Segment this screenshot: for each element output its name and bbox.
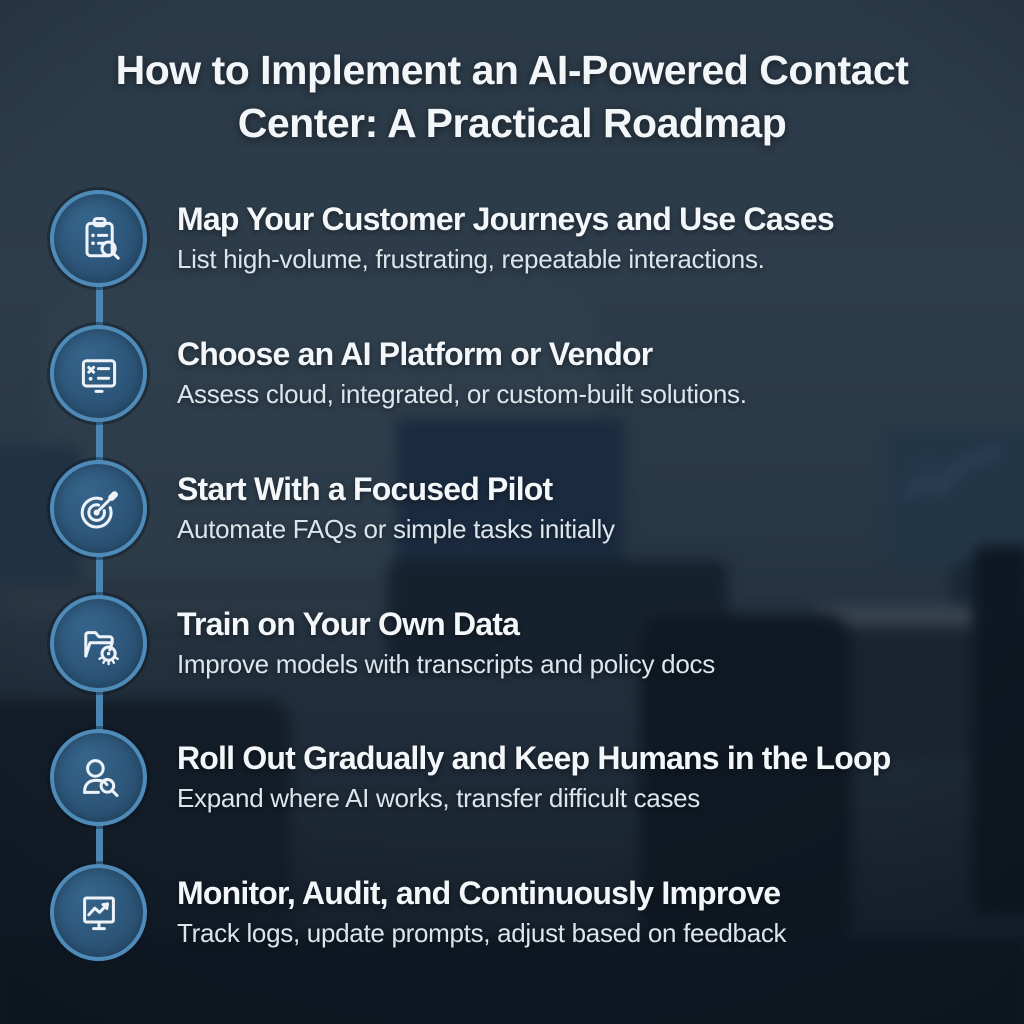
step-heading: Map Your Customer Journeys and Use Cases (177, 200, 835, 237)
step-row-5: Roll Out Gradually and Keep Humans in th… (50, 729, 1020, 826)
user-search-icon (69, 748, 129, 808)
step-subtitle: Track logs, update prompts, adjust based… (177, 918, 787, 949)
step-heading: Monitor, Audit, and Continuously Improve (177, 874, 781, 911)
step-4-badge (50, 595, 147, 692)
step-6-text: Monitor, Audit, and Continuously Improve… (177, 874, 787, 950)
step-subtitle: List high-volume, frustrating, repeatabl… (177, 244, 765, 275)
step-4-text: Train on Your Own Data Improve models wi… (177, 605, 715, 681)
step-2-badge (50, 325, 147, 422)
step-1-text: Map Your Customer Journeys and Use Cases… (177, 200, 835, 276)
clipboard-search-icon (69, 209, 129, 269)
step-subtitle: Improve models with transcripts and poli… (177, 649, 715, 680)
step-heading: Roll Out Gradually and Keep Humans in th… (177, 739, 891, 776)
platform-checklist-icon (69, 344, 129, 404)
step-5-badge (50, 729, 147, 826)
step-3-text: Start With a Focused Pilot Automate FAQs… (177, 470, 615, 546)
step-heading: Choose an AI Platform or Vendor (177, 335, 653, 372)
step-2-text: Choose an AI Platform or Vendor Assess c… (177, 335, 747, 411)
step-5-text: Roll Out Gradually and Keep Humans in th… (177, 739, 891, 815)
step-subtitle: Expand where AI works, transfer difficul… (177, 783, 701, 814)
timeline-connector (96, 238, 103, 912)
step-row-4: Train on Your Own Data Improve models wi… (50, 595, 1020, 692)
folder-badge-icon (69, 614, 129, 674)
step-row-3: Start With a Focused Pilot Automate FAQs… (50, 460, 1020, 557)
step-row-2: Choose an AI Platform or Vendor Assess c… (50, 325, 1020, 422)
step-heading: Start With a Focused Pilot (177, 470, 553, 507)
step-subtitle: Assess cloud, integrated, or custom-buil… (177, 379, 747, 410)
monitor-chart-icon (69, 883, 129, 943)
step-1-badge (50, 190, 147, 287)
page-title: How to Implement an AI-Powered Contact C… (115, 47, 909, 147)
step-3-badge (50, 460, 147, 557)
target-dart-icon (69, 479, 129, 539)
step-row-1: Map Your Customer Journeys and Use Cases… (50, 190, 1020, 287)
step-heading: Train on Your Own Data (177, 605, 520, 642)
step-row-6: Monitor, Audit, and Continuously Improve… (50, 864, 1020, 961)
step-subtitle: Automate FAQs or simple tasks initially (177, 514, 615, 545)
step-6-badge (50, 864, 147, 961)
